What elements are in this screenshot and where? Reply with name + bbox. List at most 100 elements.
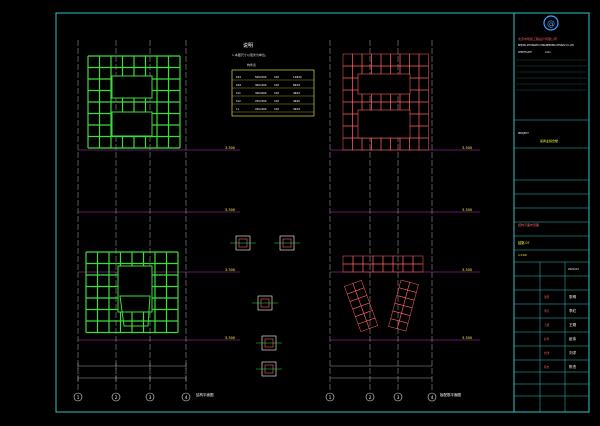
- slab-panel: [409, 137, 420, 151]
- slab-panel: [412, 263, 424, 273]
- level-tag: 3.300: [225, 336, 235, 340]
- axis-label: 3: [397, 395, 400, 401]
- ramp-outline: [119, 295, 151, 327]
- axis-bubble: [365, 392, 375, 402]
- slab-panel: [382, 263, 394, 273]
- slab-panel: [382, 255, 394, 265]
- table-cell: C30: [274, 91, 279, 95]
- company-name-en: BEIJING ZHONGZHU ENGINEERING DESIGN CO.,…: [518, 44, 574, 47]
- slab-panel: [407, 282, 419, 293]
- signature: 王刚: [569, 322, 577, 327]
- table-cell: 8Φ18: [293, 83, 300, 87]
- slab-panel: [380, 137, 391, 151]
- axis-label: 2: [115, 395, 118, 401]
- notes-subheading: 1.本图尺寸以毫米为单位。: [232, 52, 268, 57]
- signer-name: 李红: [544, 309, 550, 313]
- table-title: 构件表: [247, 62, 256, 67]
- signature: 陈杰: [569, 364, 577, 369]
- slab-panel: [352, 255, 364, 265]
- axis-bubble: [393, 392, 403, 402]
- signer-name: 王刚: [544, 323, 550, 327]
- slab-panel: [363, 310, 376, 322]
- signer-name: 刘洋: [544, 351, 550, 355]
- level-tag: 3.300: [462, 336, 472, 340]
- slab-panel: [342, 263, 354, 273]
- slab-panel: [418, 77, 429, 91]
- slab-panel: [366, 317, 379, 329]
- slab-panel: [372, 255, 384, 265]
- table-cell: KZ2: [236, 83, 241, 87]
- slab-panel: [403, 297, 415, 309]
- drawing-number: 结施-07: [518, 240, 530, 245]
- slab-panel: [342, 89, 353, 103]
- signature: 赵伟: [569, 336, 577, 341]
- slab-panel: [355, 313, 367, 325]
- slab-panel: [409, 113, 420, 127]
- slab-panel: [418, 65, 429, 79]
- axis-bubble: [145, 392, 155, 402]
- slab-panel: [355, 287, 368, 299]
- slab-panel: [409, 125, 420, 139]
- slab-panel: [349, 298, 362, 310]
- slab-panel: [409, 65, 420, 79]
- slab-panel: [342, 77, 353, 91]
- table-cell: L1: [236, 107, 239, 111]
- table-cell: 3Φ18: [293, 107, 300, 111]
- slab-panel: [418, 125, 429, 139]
- cert-number: A111: [545, 51, 551, 54]
- title-block: [513, 12, 590, 413]
- slab-panel: [380, 53, 391, 67]
- axis-bubble: [111, 392, 121, 402]
- slab-panel: [342, 101, 353, 115]
- slab-panel: [409, 89, 420, 103]
- slab-panel: [418, 53, 429, 67]
- table-cell: 4Φ22: [293, 91, 300, 95]
- slab-panel: [362, 255, 374, 265]
- opening: [357, 73, 411, 95]
- axis-label: 1: [77, 395, 80, 401]
- slab-panel: [418, 101, 429, 115]
- slab-panel: [344, 283, 356, 295]
- slab-panel: [352, 53, 363, 67]
- slab-panel: [402, 263, 414, 273]
- table-cell: 200x400: [255, 107, 267, 111]
- opening: [117, 265, 153, 313]
- cert-label: CERTIFICATE: [518, 51, 532, 54]
- slab-panel: [362, 263, 374, 273]
- drawing-title: 结构平面布置图: [518, 222, 539, 227]
- right-plan-caption: 板配筋平面图: [440, 392, 461, 397]
- project-name: 某商业综合楼: [540, 138, 558, 143]
- drawing-date: 2020.03: [568, 267, 579, 271]
- slab-panel: [399, 312, 411, 324]
- slab-panel: [357, 320, 370, 332]
- slab-panel: [371, 137, 382, 151]
- opening: [357, 109, 411, 139]
- slab-panel: [399, 53, 410, 67]
- table-cell: 300x600: [255, 91, 267, 95]
- axis-label: 1: [329, 395, 332, 401]
- slab-panel: [390, 53, 401, 67]
- stair-element-left: [344, 280, 379, 332]
- signature: 李红: [569, 308, 577, 313]
- table-cell: C30: [274, 83, 279, 87]
- company-logo-mark: @: [547, 19, 555, 28]
- axis-label: 4: [431, 395, 434, 401]
- axis-bubble: [73, 392, 83, 402]
- slab-panel: [342, 125, 353, 139]
- slab-panel: [409, 77, 420, 91]
- component-table: [231, 69, 315, 117]
- slab-panel: [401, 305, 413, 316]
- slab-panel: [342, 53, 353, 67]
- slab-panel: [371, 53, 382, 67]
- opening: [111, 75, 153, 99]
- slab-panel: [418, 113, 429, 127]
- slab-panel: [342, 137, 353, 151]
- table-cell: 400x400: [255, 83, 267, 87]
- table-cell: 12Φ20: [293, 75, 302, 79]
- table-cell: KZ1: [236, 75, 241, 79]
- slab-panel: [352, 137, 363, 151]
- signer-name: 赵伟: [544, 337, 550, 341]
